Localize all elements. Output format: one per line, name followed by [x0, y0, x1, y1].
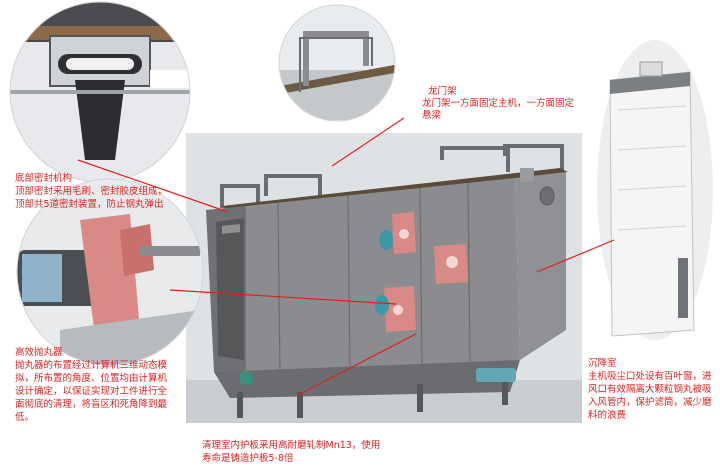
- blaster-line-3: 设计确定，以保证实现对工件进行全: [15, 386, 168, 397]
- blaster-title: 高效抛丸器: [15, 347, 63, 358]
- blaster-line-2: 拟，所布置的角度、位置均由计算机: [15, 373, 168, 384]
- blaster-units: [375, 212, 468, 332]
- settling-chamber-line-4: 料的浪费: [588, 410, 627, 421]
- blaster-line-1: 抛丸器的布置经过计算机三维动态模: [15, 360, 168, 371]
- detail-bottom-seal: [9, 1, 191, 183]
- settling-chamber-title: 沉降室: [588, 358, 617, 369]
- gantry-title: 龙门架: [428, 86, 457, 97]
- liner-plate-line-2: 寿命是铸造护板5-8倍: [202, 453, 294, 464]
- liner-plate-line-1: 清理室内护板采用高耐磨轧制Mn13，使用: [202, 440, 381, 451]
- settling-chamber-line-2: 风口有效隔离大颗粒钢丸被吸: [588, 384, 712, 395]
- gantry-description: 龙门架一方面固定主机，一方面固定: [422, 98, 575, 109]
- bottom-seal-title: 底部密封机构: [15, 173, 73, 184]
- machine-hopper: [214, 360, 520, 398]
- settling-chamber-line-3: 入风管内，保护滤筒，减少磨: [588, 397, 712, 408]
- main-machine-render: [186, 133, 582, 423]
- machine-right-face: [515, 172, 566, 360]
- detail-blaster: [16, 178, 204, 366]
- machine-front-face: [246, 178, 520, 382]
- blaster-line-4: 面彻底的清理，将盲区和死角降到最: [15, 399, 168, 410]
- leader-lines: [77, 117, 615, 396]
- gantry-description-2: 悬梁: [422, 110, 442, 121]
- detail-gantry: [278, 4, 396, 122]
- detail-settling-chamber: [597, 40, 713, 340]
- gantry-frames: [220, 144, 564, 208]
- bottom-seal-line-1: 顶部密封采用毛刷、密封胶皮组成，: [15, 186, 168, 197]
- bottom-seal-line-2: 顶部共5道密封装置，防止钢丸弹出: [15, 199, 164, 210]
- blaster-line-5: 低。: [15, 412, 35, 423]
- settling-chamber-line-1: 主机吸尘口处设有百叶窗，进: [588, 371, 712, 382]
